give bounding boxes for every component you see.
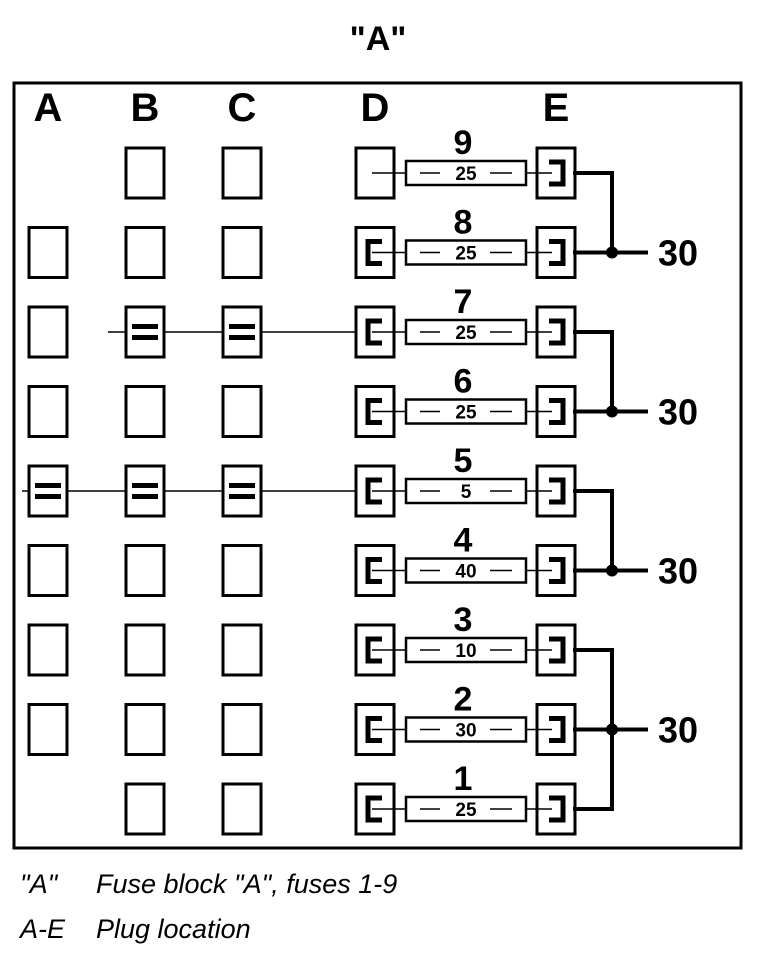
terminal-30-label: 30 bbox=[658, 551, 698, 592]
fuse-number: 5 bbox=[454, 442, 473, 480]
fuse-row: 251 bbox=[124, 760, 577, 836]
column-header-b: B bbox=[131, 86, 160, 130]
plug-a-cell bbox=[27, 385, 69, 438]
fuse-rating: 10 bbox=[455, 641, 476, 662]
fuse-number: 9 bbox=[454, 124, 473, 162]
plug-a-cell bbox=[27, 544, 69, 597]
legend: "A" Fuse block "A", fuses 1-9 A-E Plug l… bbox=[18, 869, 397, 944]
plug-c-cell bbox=[221, 146, 263, 200]
terminal-30-buses: 30 30 30 30 bbox=[573, 171, 698, 811]
plug-a-cell bbox=[27, 226, 69, 279]
fuse-rating: 40 bbox=[455, 562, 476, 583]
plug-b-cell bbox=[124, 544, 166, 597]
plug-b-cell bbox=[124, 782, 166, 836]
fuse-number: 2 bbox=[454, 681, 473, 719]
fuse-row: 55 bbox=[22, 442, 577, 518]
diagram-title: "A" bbox=[350, 20, 407, 58]
plug-c-cell bbox=[221, 703, 263, 756]
fuse-number: 6 bbox=[454, 363, 473, 401]
fuse-rating: 25 bbox=[455, 403, 477, 424]
fuse-row: 404 bbox=[27, 522, 577, 597]
fuse-rating: 25 bbox=[455, 323, 477, 344]
plug-c-cell bbox=[221, 464, 263, 518]
column-header-c: C bbox=[228, 86, 257, 130]
terminal-30-bus: 30 bbox=[573, 489, 698, 592]
fuse-row: 256 bbox=[27, 363, 577, 438]
fuse-row: 259 bbox=[124, 124, 577, 200]
fuse-rating: 25 bbox=[455, 244, 477, 265]
plug-b-cell bbox=[124, 464, 166, 518]
plug-c-cell bbox=[221, 226, 263, 279]
plug-c-cell bbox=[221, 305, 263, 359]
plug-b-cell bbox=[124, 305, 166, 359]
plug-b-cell bbox=[124, 385, 166, 438]
fuse-number: 7 bbox=[454, 283, 473, 321]
fuse-rating: 30 bbox=[455, 721, 476, 742]
fuse-number: 8 bbox=[454, 204, 473, 242]
column-header-a: A bbox=[34, 86, 63, 130]
fuse-row: 258 bbox=[27, 204, 577, 279]
plug-e-terminal bbox=[535, 464, 577, 518]
column-header-d: D bbox=[361, 86, 390, 130]
plug-a-cell bbox=[27, 623, 69, 677]
fuse-rating: 25 bbox=[455, 800, 477, 821]
column-headers: A B C D E bbox=[34, 86, 570, 130]
plug-a-cell bbox=[27, 464, 69, 518]
plug-b-cell bbox=[124, 623, 166, 677]
plug-c-cell bbox=[221, 544, 263, 597]
plug-a-cell bbox=[27, 305, 69, 359]
fuse-number: 1 bbox=[454, 760, 473, 798]
legend-text-a: Fuse block "A", fuses 1-9 bbox=[96, 869, 397, 899]
terminal-30-bus: 30 bbox=[573, 171, 698, 274]
terminal-30-label: 30 bbox=[658, 710, 698, 751]
terminal-30-bus: 30 bbox=[573, 330, 698, 433]
fuse-number: 4 bbox=[454, 522, 473, 560]
legend-key-a: "A" bbox=[20, 869, 59, 899]
plug-b-cell bbox=[124, 146, 166, 200]
fuse-row: 103 bbox=[27, 601, 577, 677]
plug-a-cell bbox=[27, 703, 69, 756]
plug-b-cell bbox=[124, 703, 166, 756]
plug-c-cell bbox=[221, 385, 263, 438]
terminal-30-label: 30 bbox=[658, 233, 698, 274]
fuse-block-frame bbox=[12, 81, 743, 850]
column-header-e: E bbox=[543, 86, 570, 130]
terminal-30-label: 30 bbox=[658, 392, 698, 433]
fuse-row: 257 bbox=[27, 283, 577, 359]
legend-key-ae: A-E bbox=[18, 914, 66, 944]
fuse-row: 302 bbox=[27, 681, 577, 756]
fuse-rating: 25 bbox=[455, 164, 477, 185]
plug-c-cell bbox=[221, 623, 263, 677]
plug-b-cell bbox=[124, 226, 166, 279]
fuse-number: 3 bbox=[454, 601, 473, 639]
terminal-30-bus: 30 bbox=[573, 648, 698, 811]
plug-c-cell bbox=[221, 782, 263, 836]
legend-text-ae: Plug location bbox=[96, 914, 251, 944]
fuse-rating: 5 bbox=[461, 482, 472, 503]
